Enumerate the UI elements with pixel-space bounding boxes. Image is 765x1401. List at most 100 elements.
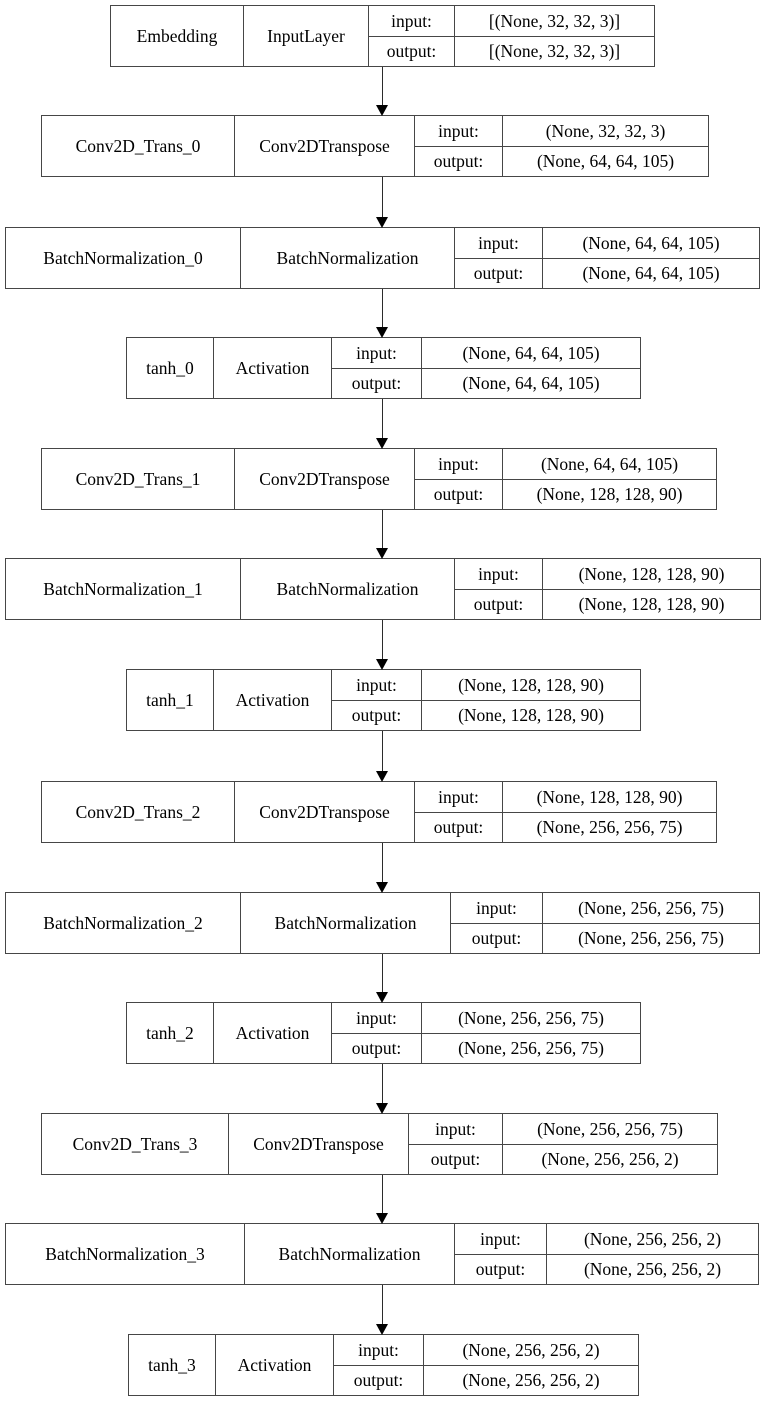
- output-shape: (None, 64, 64, 105): [543, 258, 759, 288]
- input-label: input:: [438, 453, 479, 474]
- layer-name: tanh_0: [146, 357, 194, 378]
- input-shape: (None, 64, 64, 105): [540, 453, 679, 474]
- output-label: output:: [455, 1254, 546, 1284]
- edge-arrowhead: [376, 105, 389, 116]
- io-label-column: input: output:: [414, 116, 502, 176]
- edge-arrow-line: [382, 731, 383, 772]
- output-shape: (None, 256, 256, 75): [503, 812, 716, 842]
- input-label: input:: [438, 786, 479, 807]
- output-label: output:: [415, 146, 502, 176]
- input-label: input:: [478, 563, 519, 584]
- layer-name: tanh_2: [146, 1022, 194, 1043]
- output-label: output:: [455, 258, 542, 288]
- io-label-column: input:output:: [331, 1003, 421, 1063]
- layer-node: tanh_1 Activation input: output: (None, 128,…: [126, 669, 641, 731]
- io-shape-column: [(None, 32, 32, 3)] [(None, 32, 32, 3)]: [454, 6, 654, 66]
- input-shape: (None, 256, 256, 75): [458, 1007, 604, 1028]
- io-shape-column: (None, 128, 128, 90)(None, 128, 128, 90): [542, 559, 760, 619]
- layer-name: Conv2D_Trans_0: [75, 135, 201, 156]
- output-label: output:: [415, 479, 502, 509]
- layer-name: Embedding: [136, 25, 218, 46]
- edge-arrow-line: [382, 1175, 383, 1214]
- layer-class: Conv2DTranspose: [228, 1114, 408, 1174]
- input-shape: [(None, 32, 32, 3)]: [488, 10, 621, 31]
- output-label: output:: [451, 923, 542, 953]
- input-shape: (None, 256, 256, 75): [537, 1118, 683, 1139]
- input-shape: (None, 128, 128, 90): [458, 674, 604, 695]
- edge-arrow-line: [382, 399, 383, 439]
- io-label-column: input:output:: [408, 1114, 502, 1174]
- edge-arrow-line: [382, 1285, 383, 1325]
- input-label: input:: [438, 120, 479, 141]
- input-shape: (None, 64, 64, 105): [582, 232, 720, 253]
- layer-class: Conv2DTranspose: [234, 449, 414, 509]
- edge-arrow-line: [382, 177, 383, 218]
- output-shape: (None, 128, 128, 90): [543, 589, 760, 619]
- layer-class: Conv2DTranspose: [234, 782, 414, 842]
- io-shape-column: (None, 64, 64, 105) (None, 64, 64, 105): [542, 228, 759, 288]
- io-shape-column: (None, 128, 128, 90)(None, 256, 256, 75): [502, 782, 716, 842]
- layer-class: BatchNormalization: [244, 1224, 454, 1284]
- layer-name: BatchNormalization_2: [43, 912, 203, 933]
- input-label: input:: [476, 897, 517, 918]
- edge-arrowhead: [376, 438, 389, 449]
- edge-arrow-line: [382, 289, 383, 328]
- io-shape-column: (None, 256, 256, 2)(None, 256, 256, 2): [423, 1335, 638, 1395]
- layer-class: Activation: [213, 670, 331, 730]
- io-shape-column: (None, 64, 64, 105)(None, 64, 64, 105): [421, 338, 640, 398]
- output-shape: (None, 256, 256, 75): [543, 923, 759, 953]
- input-label: input:: [478, 232, 519, 253]
- input-shape: (None, 256, 256, 2): [462, 1339, 600, 1360]
- output-shape: [(None, 32, 32, 3)]: [455, 36, 654, 66]
- io-label-column: input:output:: [331, 338, 421, 398]
- edge-arrowhead: [376, 659, 389, 670]
- io-shape-column: (None, 256, 256, 75) (None, 256, 256, 2): [502, 1114, 717, 1174]
- layer-name: BatchNormalization_3: [45, 1243, 205, 1264]
- input-label: input:: [356, 674, 397, 695]
- output-shape: (None, 64, 64, 105): [503, 146, 708, 176]
- output-shape: (None, 256, 256, 2): [503, 1144, 717, 1174]
- input-label: input:: [391, 10, 432, 31]
- output-label: output:: [332, 1033, 421, 1063]
- io-label-column: input: output:: [454, 1224, 546, 1284]
- io-shape-column: (None, 32, 32, 3) (None, 64, 64, 105): [502, 116, 708, 176]
- edge-arrowhead: [376, 1103, 389, 1114]
- output-label: output:: [415, 812, 502, 842]
- layer-class: Activation: [213, 1003, 331, 1063]
- layer-name: tanh_1: [146, 689, 194, 710]
- io-shape-column: (None, 256, 256, 75)(None, 256, 256, 75): [421, 1003, 640, 1063]
- edge-arrowhead: [376, 217, 389, 228]
- input-label: input:: [435, 1118, 476, 1139]
- edge-arrowhead: [376, 882, 389, 893]
- input-shape: (None, 256, 256, 75): [578, 897, 724, 918]
- io-label-column: input: output:: [414, 782, 502, 842]
- edge-arrow-line: [382, 954, 383, 993]
- layer-name: BatchNormalization_1: [43, 578, 203, 599]
- io-label-column: input: output:: [331, 670, 421, 730]
- io-label-column: input: output:: [414, 449, 502, 509]
- edge-arrow-line: [382, 67, 383, 106]
- io-label-column: input:output:: [333, 1335, 423, 1395]
- output-label: output:: [332, 700, 421, 730]
- layer-node: Conv2D_Trans_1 Conv2DTranspose input: outpu…: [41, 448, 717, 510]
- output-label: output:: [332, 368, 421, 398]
- layer-class: BatchNormalization: [240, 559, 454, 619]
- edge-arrow-line: [382, 620, 383, 660]
- layer-name: Conv2D_Trans_1: [75, 468, 201, 489]
- input-shape: (None, 32, 32, 3): [545, 120, 666, 141]
- edge-arrowhead: [376, 992, 389, 1003]
- io-label-column: input: output:: [454, 228, 542, 288]
- input-label: input:: [358, 1339, 399, 1360]
- layer-class: Activation: [213, 338, 331, 398]
- layer-node: BatchNormalization_1 BatchNormalization in…: [5, 558, 761, 620]
- edge-arrow-line: [382, 843, 383, 883]
- output-label: output:: [369, 36, 454, 66]
- input-label: input:: [480, 1228, 521, 1249]
- input-shape: (None, 256, 256, 2): [583, 1228, 722, 1249]
